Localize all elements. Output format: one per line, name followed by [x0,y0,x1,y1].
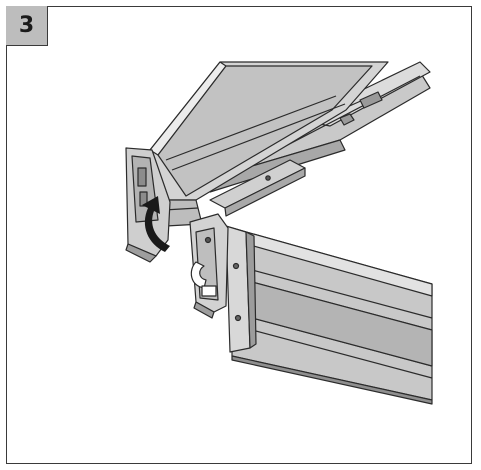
rotation-arrow [142,196,170,252]
drawer-side-panel [149,61,389,227]
front-panel-bracket [225,225,257,353]
hook-fitting [189,213,229,319]
step-number: 3 [18,13,35,38]
step-number-badge: 3 [6,6,48,46]
lower-rail [209,159,306,217]
front-panel [231,227,433,405]
